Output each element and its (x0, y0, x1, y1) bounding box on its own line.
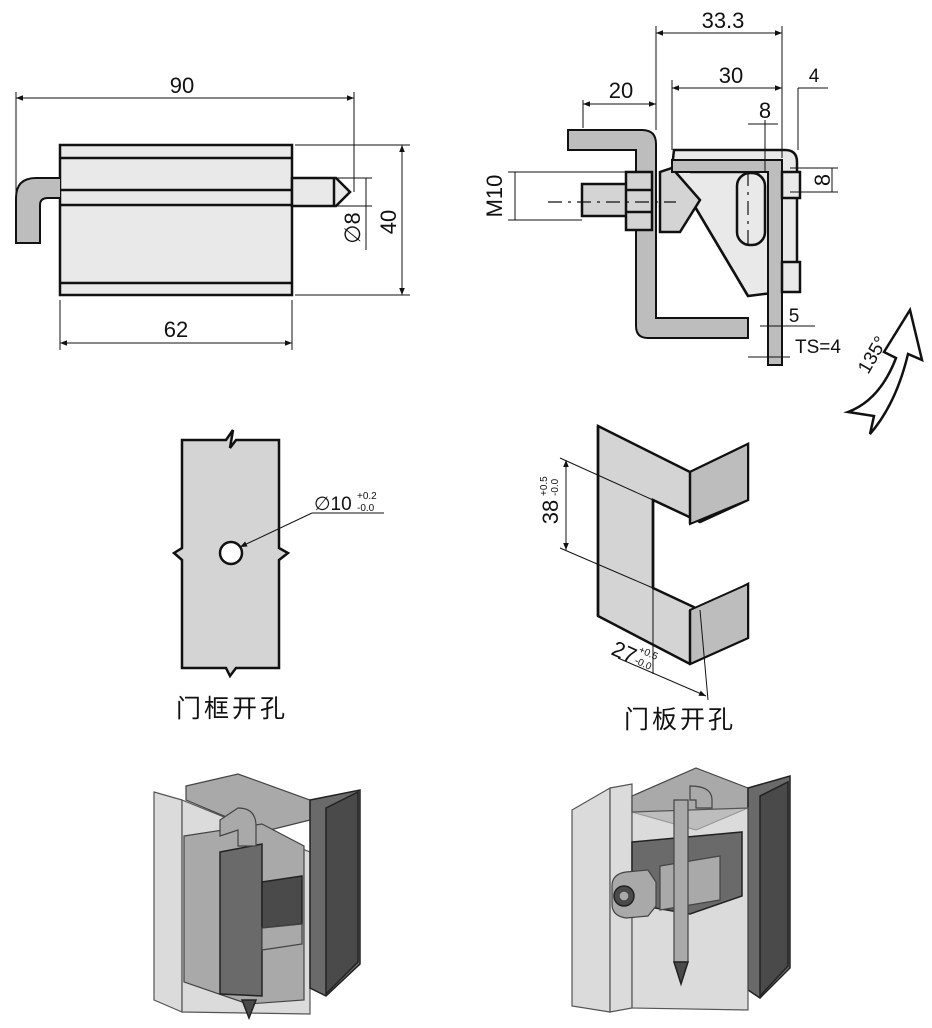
dim-20: 20 (609, 78, 633, 103)
section-view: 33.3 30 4 20 8 M10 8 5 TS=4 135° (482, 8, 924, 435)
door-height-tol-lower: -0.0 (550, 478, 561, 496)
rotation-arrow-icon (843, 306, 924, 435)
slot (735, 171, 767, 247)
dim-m10: M10 (482, 175, 507, 218)
dim-5: 5 (789, 306, 800, 327)
caption-door-hole: 门板开孔 (624, 705, 736, 734)
nut (624, 170, 654, 232)
dim-90: 90 (170, 73, 194, 98)
pin-3d (673, 799, 689, 963)
hole-diameter: ∅10 (314, 494, 352, 515)
dim-62: 62 (164, 317, 188, 342)
door-height: 38 (538, 500, 563, 524)
bolt (580, 182, 630, 218)
door-cutout: 38 +0.5 -0.0 27 +0.5 -0.0 门板开孔 (538, 423, 750, 734)
hinge-body (58, 143, 294, 297)
dim-8-side: 8 (810, 174, 835, 186)
hole-tol-lower: -0.0 (357, 503, 375, 514)
dim-40: 40 (376, 210, 401, 234)
dim-rotation: 135° (854, 333, 892, 378)
frame-translucent-2 (571, 786, 611, 1013)
dim-8-top: 8 (759, 98, 771, 123)
pin (290, 176, 352, 208)
dim-ts: TS=4 (795, 337, 841, 358)
dim-30: 30 (719, 63, 743, 88)
dim-4: 4 (809, 66, 820, 87)
caption-frame-hole: 门框开孔 (176, 694, 288, 723)
frame-hole (218, 540, 244, 566)
door-height-tol-upper: +0.5 (539, 476, 550, 496)
frame-translucent (153, 791, 183, 1013)
hinge-3d-back (571, 767, 791, 1013)
wedge (658, 166, 702, 234)
door-plate (671, 159, 783, 366)
bent-handle (15, 177, 60, 244)
dim-line-27 (617, 657, 707, 697)
frame-cutout: ∅10 +0.2 -0.0 门框开孔 (171, 429, 384, 723)
handle-3d (219, 807, 257, 847)
hinge-3d-front (153, 773, 361, 1021)
pin-tip-3d (240, 999, 258, 1021)
hole-tol-upper: +0.2 (357, 491, 377, 502)
dim-33-3: 33.3 (702, 8, 745, 33)
dim-pin-diameter: ∅8 (340, 212, 365, 243)
frame-bracket (567, 129, 749, 339)
front-view: 90 62 40 ∅8 (15, 73, 410, 350)
